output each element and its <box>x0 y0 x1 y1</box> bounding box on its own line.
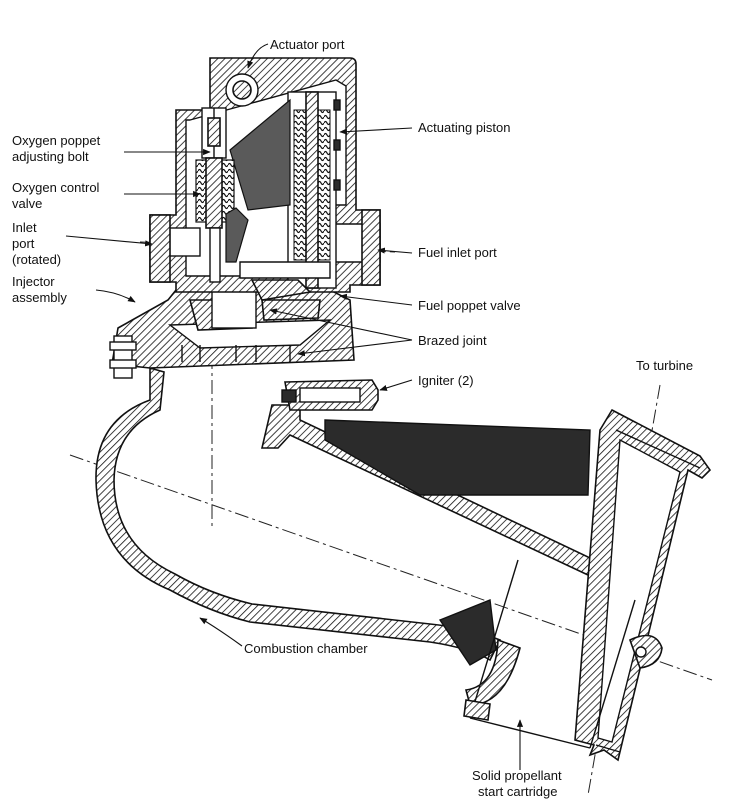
label-oxygen-control-line2: valve <box>12 196 42 211</box>
label-inlet-line1: Inlet <box>12 220 37 235</box>
fuel-poppet-valve <box>239 261 331 301</box>
label-brazed-joint: Brazed joint <box>418 333 487 348</box>
label-cartridge-line1: Solid propellant <box>472 768 562 783</box>
internal-baffle-lower <box>438 599 497 666</box>
leader-lines <box>65 43 524 770</box>
label-inlet-line3: (rotated) <box>12 252 61 267</box>
internal-baffle-upper <box>324 419 591 496</box>
label-actuator-port: Actuator port <box>270 37 345 52</box>
start-cartridge-housing <box>463 559 636 749</box>
chamber-centerline <box>69 454 713 681</box>
label-combustion-chamber: Combustion chamber <box>244 641 368 656</box>
actuating-piston-assembly <box>229 91 341 289</box>
label-fuel-poppet-valve: Fuel poppet valve <box>418 298 521 313</box>
label-oxygen-poppet-line1: Oxygen poppet <box>12 133 101 148</box>
label-igniter: Igniter (2) <box>418 373 474 388</box>
labels: Actuator port Actuating piston Oxygen po… <box>12 37 693 799</box>
label-injector-line2: assembly <box>12 290 67 305</box>
injector-center-port <box>211 289 257 329</box>
label-actuating-piston: Actuating piston <box>418 120 511 135</box>
injector-assembly <box>109 289 355 379</box>
label-fuel-inlet-port: Fuel inlet port <box>418 245 497 260</box>
igniter <box>281 379 379 411</box>
label-oxygen-control-line1: Oxygen control <box>12 180 100 195</box>
turbine-flange <box>574 408 712 762</box>
label-inlet-line2: port <box>12 236 35 251</box>
label-cartridge-line2: start cartridge <box>478 784 557 799</box>
label-injector-line1: Injector <box>12 274 55 289</box>
label-oxygen-poppet-line2: adjusting bolt <box>12 149 89 164</box>
label-to-turbine: To turbine <box>636 358 693 373</box>
oxygen-control-valve <box>195 107 249 283</box>
